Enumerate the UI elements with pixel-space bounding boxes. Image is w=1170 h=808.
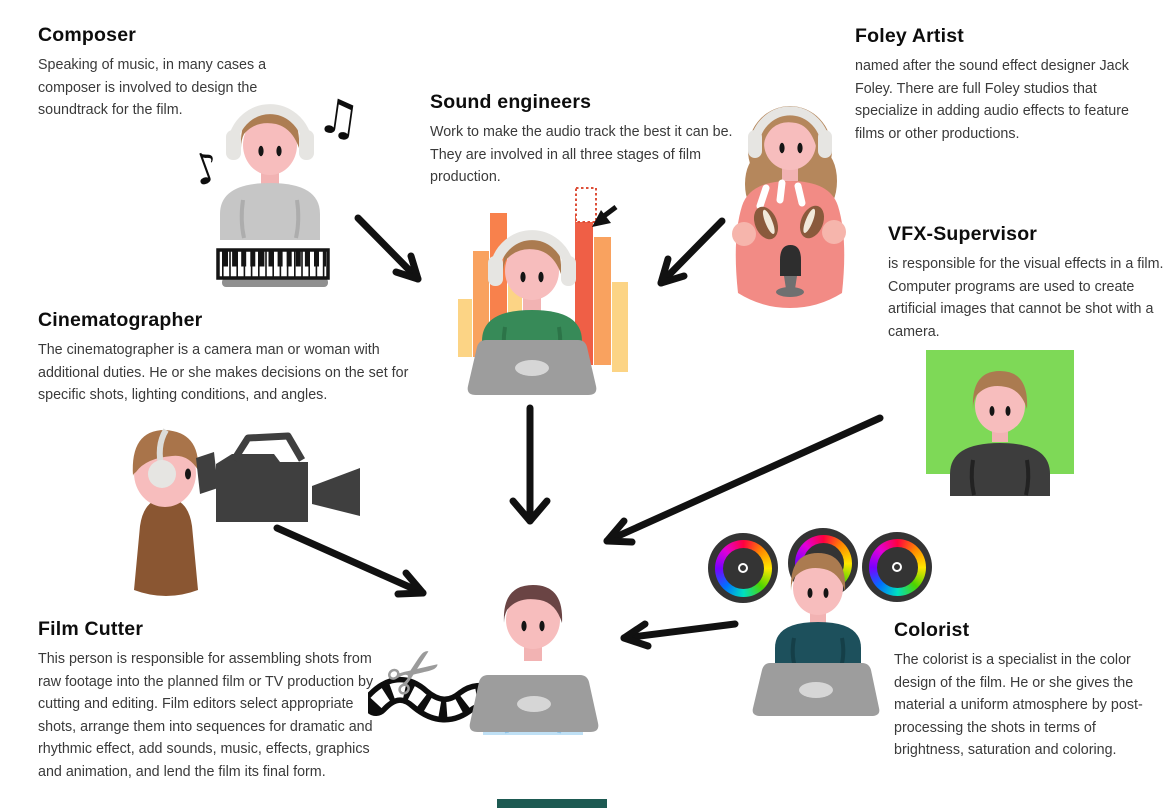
vfx-supervisor-figure [926,350,1074,496]
role-sound-engineers: Sound engineers Work to make the audio t… [430,91,734,189]
face [793,561,843,615]
role-cinematographer-title: Cinematographer [38,309,203,331]
role-composer-title: Composer [38,24,137,46]
sound-engineer-figure [458,187,628,395]
cursor-icon [592,205,618,227]
role-colorist-title: Colorist [894,619,970,641]
face [764,116,816,170]
colorist-figure [698,528,950,724]
hair [503,585,563,623]
laptop-icon [467,340,597,395]
brown-body [134,498,198,596]
arrow-vfx-to-film-cutter [603,414,884,546]
headphone-earcup-icon [148,460,176,488]
film-cutter-figure: ✂ [368,585,599,735]
video-camera-icon [196,432,360,522]
role-foley-artist-desc: named after the sound effect designer Ja… [855,58,1129,142]
colorist-person [752,553,880,716]
role-vfx-supervisor-title: VFX-Supervisor [888,223,1038,245]
role-cinematographer-desc: The cinematographer is a camera man or w… [38,342,409,404]
role-vfx-supervisor-desc: is responsible for the visual effects in… [888,256,1164,340]
role-film-cutter-title: Film Cutter [38,618,144,640]
piano-keyboard-icon [216,248,330,287]
composer-person [220,104,320,240]
gray-sweater [220,183,320,240]
neck [782,168,798,181]
cropped-figure-edge [497,799,607,808]
role-colorist-desc: The colorist is a specialist in the colo… [894,652,1143,759]
coconuts-icon [753,205,825,240]
foley-artist-figure [732,106,846,308]
headphones-icon [490,230,574,268]
hair [502,234,562,274]
laptop-icon [752,663,880,716]
hair-front [763,112,817,146]
role-film-cutter-desc: This person is responsible for assemblin… [38,651,374,780]
role-film-cutter: Film Cutter This person is responsible f… [38,618,380,783]
role-foley-artist-title: Foley Artist [855,25,964,47]
role-composer-desc: Speaking of music, in many cases a compo… [38,57,267,119]
microphone-icon [776,245,804,297]
composer-figure: ♫ ♪ [185,87,364,287]
beamed-music-note-icon: ♫ [314,87,364,148]
teal-sweater [775,622,861,668]
hair [790,553,846,591]
role-vfx-supervisor: VFX-Supervisor is responsible for the vi… [888,223,1168,343]
headphones-icon [750,106,830,142]
black-sweater [950,443,1050,496]
headphones-icon [228,104,312,142]
arrow-sound-engineers-to-film-cutter [509,404,551,525]
color-wheel-icon [708,533,778,603]
face [506,591,560,649]
role-sound-engineers-title: Sound engineers [430,91,592,113]
face [505,242,559,300]
cinematographer-figure [132,428,360,596]
eighth-music-note-icon: ♪ [185,141,227,196]
role-foley-artist: Foley Artist named after the sound effec… [855,25,1155,145]
role-sound-engineers-desc: Work to make the audio track the best it… [430,124,733,186]
hair [240,108,300,148]
hand [822,220,846,244]
face [243,115,297,175]
neck [524,646,542,661]
hair [972,371,1028,409]
selection-rect [575,187,597,223]
face [975,379,1025,433]
hand [732,222,756,246]
sound-marks [756,179,806,210]
role-colorist: Colorist The colorist is a specialist in… [894,619,1162,762]
hair [132,430,199,476]
laptop-icon [469,675,599,732]
neck [523,298,541,313]
role-cinematographer: Cinematographer The cinematographer is a… [38,309,422,407]
role-composer: Composer Speaking of music, in many case… [38,24,280,122]
